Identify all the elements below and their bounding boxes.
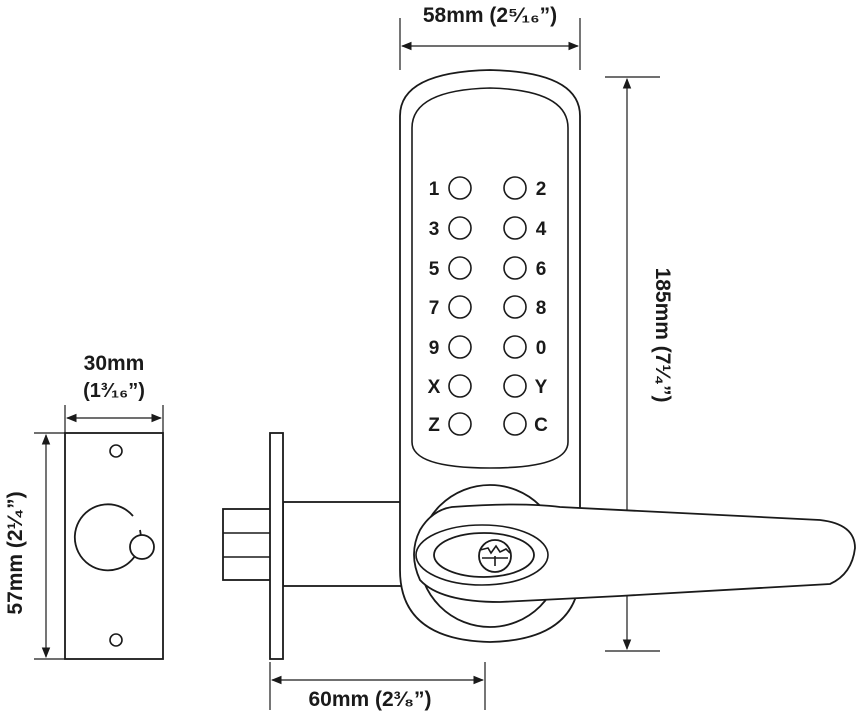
- keypad-button[interactable]: [448, 256, 472, 280]
- key-label: Z: [428, 415, 440, 436]
- lock-body: [399, 69, 581, 643]
- keypad-button[interactable]: [448, 412, 472, 436]
- keypad-button[interactable]: [503, 374, 527, 398]
- plate-height-dimension: 57mm (2¹⁄₄”): [4, 432, 65, 660]
- key-label: 1: [429, 179, 440, 200]
- key-label: 6: [536, 259, 547, 280]
- key-label: 5: [429, 259, 440, 280]
- top-width-label: 58mm (2⁵⁄₁₆”): [423, 4, 557, 27]
- top-width-dimension: 58mm (2⁵⁄₁₆”): [399, 4, 581, 70]
- latch-assembly: [222, 432, 404, 660]
- height-label: 185mm (7¹⁄₄”): [651, 268, 674, 403]
- key-cylinder-icon: [478, 539, 512, 573]
- plate-height-label: 57mm (2¹⁄₄”): [4, 491, 27, 614]
- keypad-button[interactable]: [503, 295, 527, 319]
- keypad-button[interactable]: [503, 216, 527, 240]
- plate-width-label: 30mm: [84, 352, 145, 375]
- keypad: 1 2 3 4 5 6 7 8 9 0 X Y Z C: [428, 176, 548, 436]
- strike-plate: [64, 432, 164, 660]
- key-label: C: [534, 415, 548, 436]
- keypad-button[interactable]: [448, 176, 472, 200]
- keypad-button[interactable]: [503, 335, 527, 359]
- backset-label: 60mm (2³⁄₈”): [308, 688, 431, 711]
- lever-handle: [413, 484, 856, 628]
- key-label: 9: [429, 338, 440, 359]
- keypad-button[interactable]: [448, 216, 472, 240]
- plate-width-dimension: 30mm (1³⁄₁₆”): [64, 352, 164, 433]
- key-label: X: [428, 377, 441, 398]
- keypad-button[interactable]: [448, 295, 472, 319]
- key-label: 7: [429, 298, 440, 319]
- key-label: 0: [536, 338, 547, 359]
- keypad-button[interactable]: [503, 412, 527, 436]
- keypad-button[interactable]: [503, 256, 527, 280]
- plate-width-inch-label: (1³⁄₁₆”): [83, 380, 145, 402]
- backset-dimension: 60mm (2³⁄₈”): [269, 662, 486, 711]
- keypad-button[interactable]: [448, 335, 472, 359]
- key-label: 8: [536, 298, 547, 319]
- key-label: 2: [536, 179, 547, 200]
- key-label: Y: [535, 377, 548, 398]
- key-label: 4: [536, 219, 547, 240]
- keypad-button[interactable]: [503, 176, 527, 200]
- key-label: 3: [429, 219, 440, 240]
- keypad-button[interactable]: [448, 374, 472, 398]
